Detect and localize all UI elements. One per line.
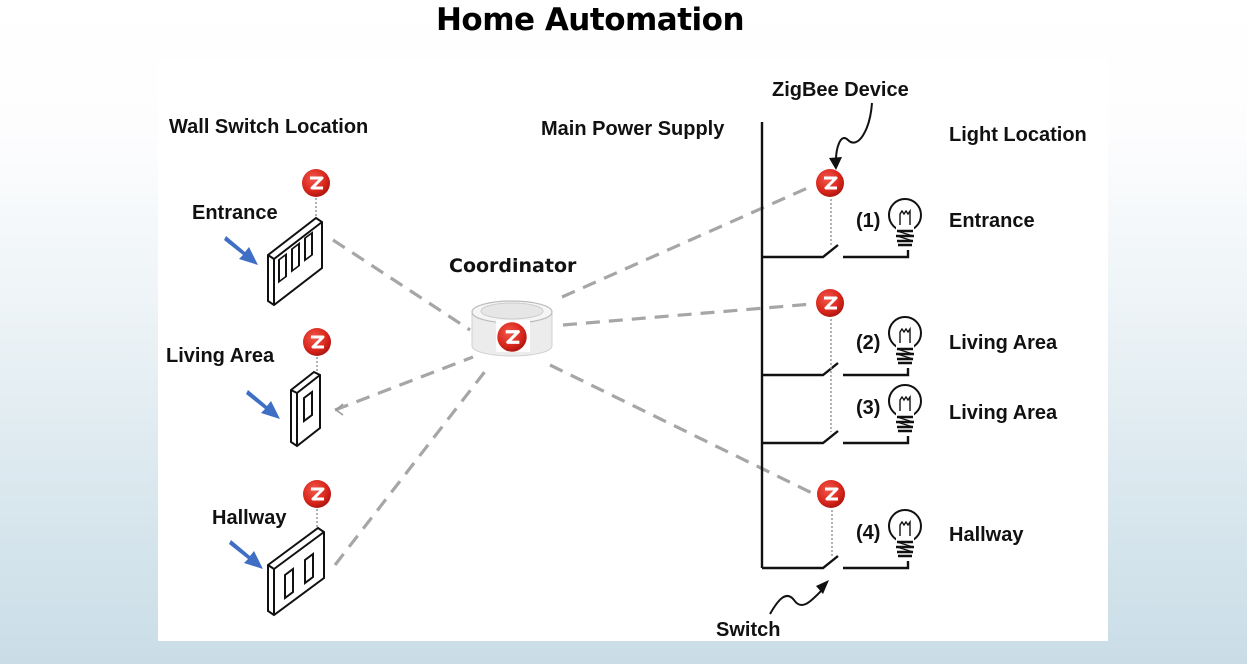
light-bulb-icon [887,383,923,433]
light-number-1: (1) [856,210,881,232]
zigbee-logo-icon [495,320,529,354]
zigbee-logo-icon [300,167,332,199]
light-location-2: Living Area [949,332,1058,354]
wall-switch-heading: Wall Switch Location [169,116,369,138]
zigbee-device-2 [814,287,846,432]
zigbee-logo-icon [814,287,846,319]
zigbee-logo-icon [301,478,333,510]
coordinator-device [471,300,553,357]
blue-arrow-icon [224,236,258,265]
switch-pointer-icon [769,580,829,615]
wall-switch-living [246,326,333,448]
switch-label-hallway: Hallway [212,507,287,529]
link-device-3 [549,363,813,495]
switch-label: Switch [716,619,781,641]
light-location-1: Entrance [949,210,1035,232]
power-circuit [760,122,910,570]
wall-switch-entrance [224,167,332,307]
zigbee-device-label: ZigBee Device [772,79,909,101]
light-location-4: Hallway [949,524,1024,546]
link-device-2 [562,302,813,327]
blue-arrow-icon [229,540,263,569]
light-number-2: (2) [856,332,881,354]
light-bulb-icon [887,508,923,558]
wall-switch-hallway [229,478,333,617]
link-device-1 [561,184,813,299]
switch-label-living: Living Area [166,345,275,367]
light-number-4: (4) [856,522,881,544]
zigbee-logo-icon [301,326,333,358]
switch-label-entrance: Entrance [192,202,278,224]
light-bulb-icon [887,315,923,365]
zigbee-device-1 [814,167,846,245]
page-title: Home Automation [435,2,745,38]
zigbee-device-3 [815,478,847,556]
wireless-links [332,184,813,566]
zigbee-device-pointer-icon [829,102,873,170]
coordinator-label: Coordinator [449,255,577,277]
light-bulb-icon [887,197,923,247]
link-entrance-switch [332,238,471,332]
blue-arrow-icon [246,390,280,419]
main-power-label: Main Power Supply [541,118,725,140]
link-hallway-switch [333,364,492,566]
light-number-3: (3) [856,397,881,419]
link-living-switch [334,355,474,412]
light-location-3: Living Area [949,402,1058,424]
light-location-heading: Light Location [949,124,1087,146]
zigbee-logo-icon [814,167,846,199]
zigbee-logo-icon [815,478,847,510]
